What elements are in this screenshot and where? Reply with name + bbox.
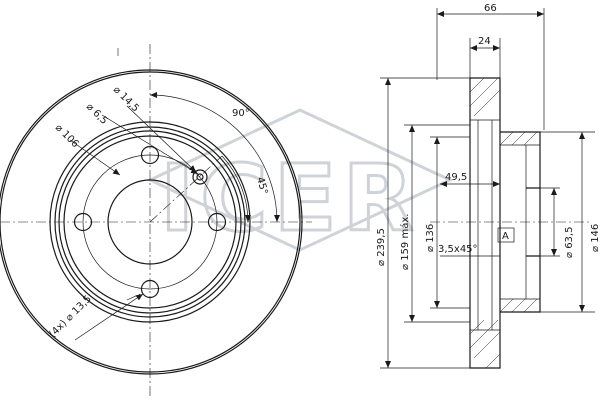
friction-ring-section: [469, 77, 501, 369]
angle-45-label: 45°: [254, 176, 269, 196]
dim-holes-label: (4x) ⌀ 13,5: [47, 294, 93, 340]
dim-d146-label: ⌀ 146: [590, 224, 600, 252]
dim-d136-label: ⌀ 136: [425, 224, 436, 252]
dim-24-label: 24: [478, 36, 491, 47]
bolt-hole: [73, 212, 93, 232]
section-hatching: [469, 77, 501, 369]
bolt-hole: [140, 279, 160, 299]
angle-90-arc: [149, 92, 280, 223]
dim-d2395-label: ⌀ 239,5: [376, 228, 387, 266]
outer-friction-ring: [0, 69, 303, 375]
side-section-view: 66 24 ⌀ 239,5 ⌀ 159 máx. ⌀ 136 49,5 3,5x…: [376, 3, 600, 369]
angle-45-arc: [221, 155, 251, 223]
dim-d145-label: ⌀ 14,5: [111, 84, 141, 114]
datum-a-label: A: [502, 231, 509, 242]
dim-d65-label: ⌀ 6,5: [84, 101, 110, 127]
chamfer-label: 3,5x45°: [438, 244, 478, 255]
ventilation-vanes: [470, 119, 500, 331]
dim-d159-label: ⌀ 159 máx.: [399, 214, 411, 270]
dim-d635-label: ⌀ 63,5: [564, 227, 575, 258]
angle-90-label: 90°: [232, 108, 250, 119]
dim-495-label: 49,5: [445, 172, 467, 183]
dim-66-label: 66: [484, 3, 497, 14]
dim-d106-label: ⌀ 106: [53, 122, 81, 150]
datum-a-box: [497, 227, 515, 243]
